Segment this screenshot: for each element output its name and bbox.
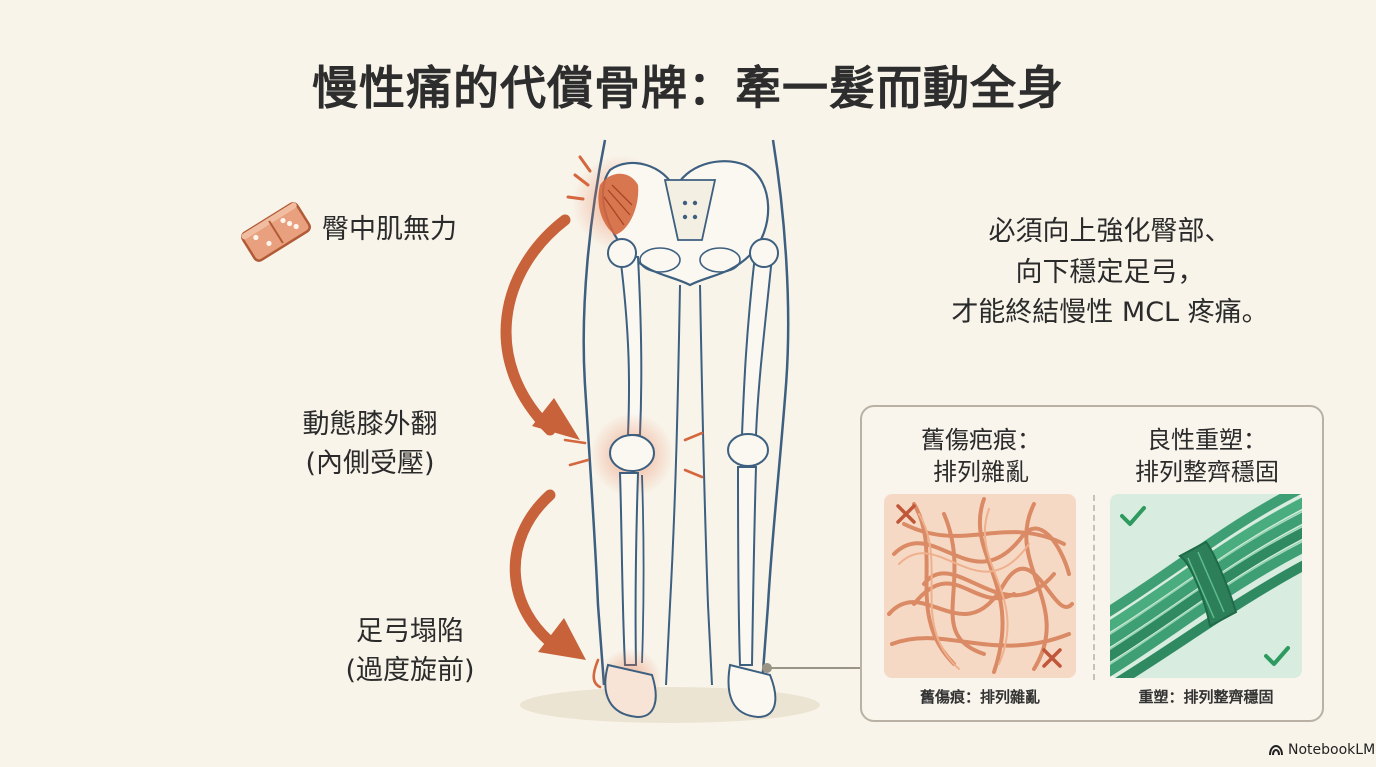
- left-femur: [618, 253, 643, 436]
- knee-valgus-label-line1: 動態膝外翻: [302, 409, 438, 440]
- remodel-caption: 重塑：排列整齊穩固: [1138, 688, 1274, 706]
- left-tibia: [618, 472, 640, 666]
- conclusion-line2: 向下穩定足弓，: [1015, 256, 1205, 288]
- scar-heading-line1: 舊傷疤痕：: [921, 426, 1041, 454]
- check-icon: [1264, 646, 1290, 666]
- remodel-heading-line1: 良性重塑：: [1147, 426, 1267, 454]
- check-icon: [1120, 506, 1146, 526]
- knee-valgus-label-line2: (內側受壓): [305, 448, 435, 480]
- remodel-heading: 良性重塑： 排列整齊穩固: [1102, 424, 1312, 489]
- left-foot: [604, 663, 657, 719]
- conclusion-text: 必須向上強化臀部、 向下穩定足弓， 才能終結慢性 MCL 疼痛。: [900, 212, 1320, 334]
- comparison-divider: [1093, 495, 1095, 680]
- scar-heading-line2: 排列雜亂: [933, 458, 1029, 487]
- cross-icon: [896, 504, 916, 524]
- brand-name: NotebookLM: [1288, 742, 1376, 758]
- panel-connector: [762, 663, 864, 673]
- scar-caption: 舊傷痕：排列雜亂: [919, 688, 1040, 706]
- conclusion-line1: 必須向上強化臀部、: [988, 216, 1232, 247]
- right-tibia: [736, 466, 758, 666]
- right-femur: [740, 253, 774, 436]
- page-title: 慢性痛的代償骨牌：牽一髮而動全身: [312, 61, 1064, 115]
- right-foot: [727, 663, 777, 719]
- knee-valgus-label: 動態膝外翻 (內側受壓): [290, 405, 450, 483]
- arch-collapse-label-line2: (過度旋前): [345, 655, 475, 687]
- notebooklm-logo-icon: [1269, 744, 1283, 756]
- left-knee-joint: [609, 434, 655, 472]
- glute-weakness-label: 臀中肌無力: [322, 214, 457, 245]
- domino-icon: [241, 202, 311, 262]
- notebooklm-branding: NotebookLM: [1268, 742, 1375, 758]
- arch-collapse-label: 足弓塌陷 (過度旋前): [340, 612, 480, 690]
- hip-to-knee-arrow: [500, 214, 571, 436]
- knee-to-foot-arrow: [509, 489, 564, 654]
- remodel-heading-line2: 排列整齊穩固: [1135, 458, 1279, 487]
- arch-collapse-label-line1: 足弓塌陷: [356, 616, 464, 647]
- sacrum-bone: [663, 179, 717, 241]
- scar-tissue-image: [884, 494, 1076, 678]
- fiber-binding-band: [1178, 540, 1238, 628]
- gluteus-medius-muscle: [598, 173, 639, 235]
- remodeled-tissue-image: [1110, 494, 1302, 678]
- cross-icon: [1042, 648, 1062, 668]
- conclusion-line3: 才能終結慢性 MCL 疼痛。: [951, 297, 1269, 328]
- scar-heading: 舊傷疤痕： 排列雜亂: [876, 424, 1086, 489]
- cascade-arrows: [500, 214, 586, 660]
- right-knee-joint: [727, 433, 769, 467]
- leg-skeleton-illustration: [520, 139, 820, 723]
